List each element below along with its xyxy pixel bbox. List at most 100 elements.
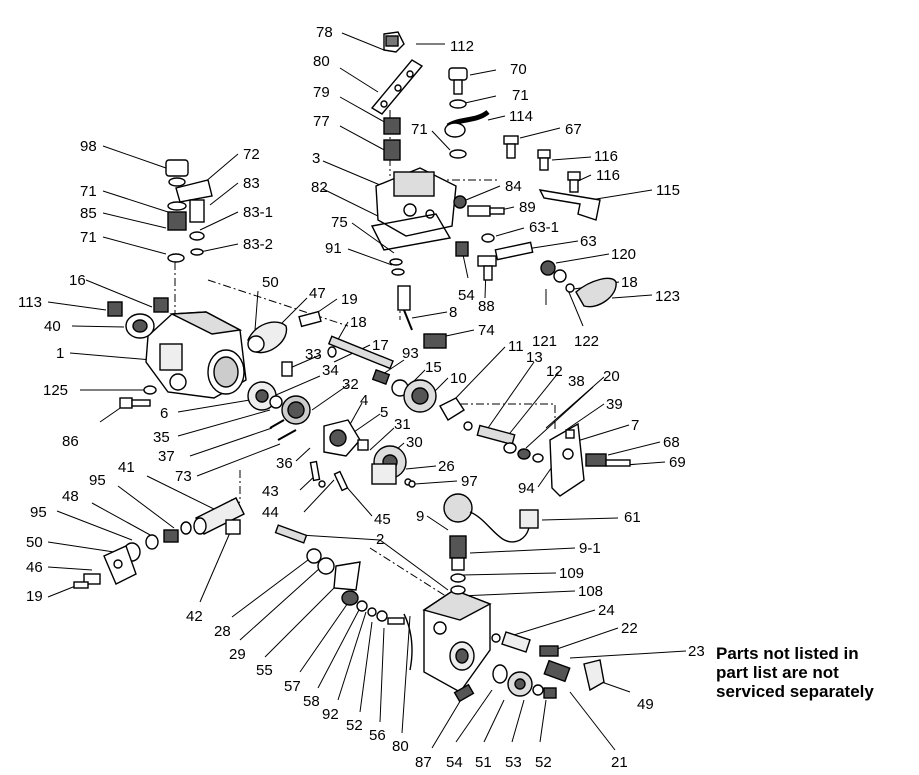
part-label: 52 [535,754,552,771]
part-label: 86 [62,433,79,450]
part-label: 50 [262,274,279,291]
part-label: 17 [372,337,389,354]
part-label: 48 [62,488,79,505]
part-label: 92 [322,706,339,723]
part-label: 125 [43,382,68,399]
service-note-line: Parts not listed in [716,644,859,663]
part-label: 80 [392,738,409,755]
part-label: 120 [611,246,636,263]
part-label: 89 [519,199,536,216]
part-label: 55 [256,662,273,679]
part-label: 19 [341,291,358,308]
part-label: 54 [446,754,463,771]
part-label: 112 [450,38,474,55]
part-label: 56 [369,727,386,744]
part-label: 40 [44,318,61,335]
part-label: 19 [26,588,43,605]
part-label: 70 [510,61,527,78]
part-label: 78 [316,24,333,41]
parts [73,31,631,703]
part-label: 2 [376,531,384,548]
part-label: 42 [186,608,203,625]
part-label: 53 [505,754,522,771]
part-label: 67 [565,121,582,138]
part-label: 49 [637,696,654,713]
part-label: 77 [313,113,330,130]
part-label: 108 [578,583,603,600]
part-label: 122 [574,333,599,350]
part-label: 109 [559,565,584,582]
service-note-line: serviced separately [716,682,874,701]
part-label: 74 [478,322,495,339]
part-label: 47 [309,285,326,302]
part-label: 13 [526,349,543,366]
part-label: 11 [508,338,524,355]
part-label: 68 [663,434,680,451]
part-label: 79 [313,84,330,101]
part-label: 63-1 [529,219,559,236]
part-label: 18 [621,274,638,291]
part-label: 9 [416,508,424,525]
part-label: 20 [603,368,620,385]
part-label: 91 [325,240,342,257]
part-label: 35 [153,429,170,446]
part-label: 21 [611,754,628,771]
part-label: 54 [458,287,475,304]
part-label: 37 [158,448,175,465]
part-label: 39 [606,396,623,413]
part-label: 121 [532,333,557,350]
part-label: 83-1 [243,204,273,221]
part-label: 34 [322,362,339,379]
part-label: 1 [56,345,64,362]
part-label: 12 [546,363,563,380]
part-label: 95 [30,504,47,521]
part-label: 50 [26,534,43,551]
part-label: 15 [425,359,442,376]
part-label: 72 [243,146,260,163]
part-label: 113 [18,294,42,311]
part-label: 85 [80,205,97,222]
part-label: 123 [655,288,680,305]
part-label: 31 [394,416,411,433]
part-label: 18 [350,314,367,331]
part-label: 46 [26,559,43,576]
part-label: 29 [229,646,246,663]
part-label: 83 [243,175,260,192]
part-label: 73 [175,468,192,485]
part-label: 45 [374,511,391,528]
part-label: 51 [475,754,492,771]
part-label: 84 [505,178,522,195]
part-label: 114 [509,108,533,125]
part-label: 94 [518,480,535,497]
part-label: 24 [598,602,615,619]
part-label: 32 [342,376,359,393]
part-number-labels: 78 112 80 70 71 79 114 77 71 67 116 3 11… [18,24,705,771]
part-label: 10 [450,370,467,387]
part-label: 16 [69,272,86,289]
service-note: Parts not listed in part list are not se… [716,644,916,701]
part-label: 69 [669,454,686,471]
service-note-line: part list are not [716,663,839,682]
part-label: 63 [580,233,597,250]
part-label: 88 [478,298,495,315]
part-label: 38 [568,373,585,390]
part-label: 93 [402,345,419,362]
part-label: 7 [631,417,639,434]
part-label: 80 [313,53,330,70]
part-label: 57 [284,678,301,695]
part-label: 83-2 [243,236,273,253]
part-label: 58 [303,693,320,710]
part-label: 97 [461,473,478,490]
part-label: 33 [305,346,322,363]
part-label: 95 [89,472,106,489]
part-label: 52 [346,717,363,734]
part-label: 6 [160,405,168,422]
part-label: 23 [688,643,705,660]
part-label: 36 [276,455,293,472]
part-label: 87 [415,754,432,771]
part-label: 41 [118,459,135,476]
part-label: 82 [311,179,328,196]
part-label: 115 [656,182,680,199]
part-label: 71 [512,87,529,104]
